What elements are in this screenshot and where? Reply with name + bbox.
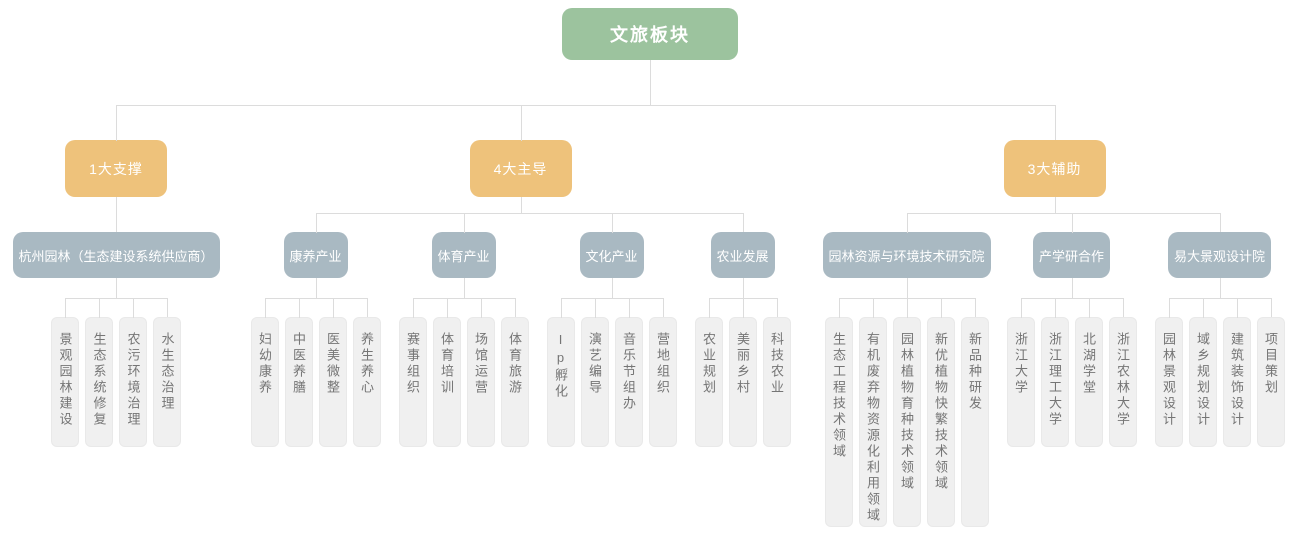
- leaf-node: 浙江农林大学: [1108, 317, 1137, 447]
- leaf-node: 有机废弃物资源化利用领域: [858, 317, 887, 527]
- leaf-node: 水生态治理: [153, 317, 181, 447]
- leaf-level: 园林景观设计 域乡规划设计 建筑装饰设计 项目策划: [1152, 278, 1288, 447]
- leaf-node: 营地组织: [648, 317, 677, 447]
- leaf-node: 新优植物快繁技术领域: [926, 317, 955, 527]
- leaf-node: 浙江大学: [1006, 317, 1035, 447]
- leaf-level: 农业规划 美丽乡村 科技农业: [692, 278, 794, 447]
- leaf-node: 生态系统修复: [85, 317, 113, 447]
- leaf-level: 妇幼康养 中医养膳 医美微整 养生养心: [248, 278, 384, 447]
- leaf-node: 北湖学堂: [1074, 317, 1103, 447]
- leaf-node: 域乡规划设计: [1188, 317, 1217, 447]
- leaf-node: 美丽乡村: [728, 317, 757, 447]
- group-node-research-institute: 园林资源与环境技术研究院: [822, 232, 991, 278]
- leaf-node: 中医养膳: [284, 317, 313, 447]
- leaf-level: 浙江大学 浙江理工大学 北湖学堂 浙江农林大学: [1004, 278, 1140, 447]
- leaf-node: 赛事组织: [398, 317, 427, 447]
- leaf-node: 景观园林建设: [51, 317, 79, 447]
- branch-level: 1大支撑 杭州园林（生态建设系统供应商） 景观园林建设 生态系统修复 农污环境治…: [0, 60, 1300, 527]
- branch-node-main: 4大主导: [469, 140, 572, 197]
- group-node-hangzhou-yuanlin: 杭州园林（生态建设系统供应商）: [12, 232, 220, 278]
- leaf-node: 演艺编导: [580, 317, 609, 447]
- leaf-node: 建筑装饰设计: [1222, 317, 1251, 447]
- group-node-wenhua: 文化产业: [579, 232, 644, 278]
- leaf-node: 体育培训: [432, 317, 461, 447]
- root-node: 文旅板块: [562, 8, 738, 60]
- leaf-node: 医美微整: [318, 317, 347, 447]
- leaf-node: 新品种研发: [960, 317, 989, 527]
- leaf-node: 生态工程技术领域: [824, 317, 853, 527]
- group-level: 园林资源与环境技术研究院 生态工程技术领域 有机废弃物资源化利用领域 园林植物育…: [816, 197, 1294, 527]
- leaf-node: 场馆运营: [466, 317, 495, 447]
- group-node-nongye: 农业发展: [710, 232, 775, 278]
- leaf-node: 音乐节组办: [614, 317, 643, 447]
- leaf-node: 体育旅游: [500, 317, 529, 447]
- group-level: 杭州园林（生态建设系统供应商） 景观园林建设 生态系统修复 农污环境治理 水生态…: [7, 197, 226, 447]
- leaf-node: 科技农业: [762, 317, 791, 447]
- group-node-chanxueyan: 产学研合作: [1033, 232, 1111, 278]
- group-level: 康养产业 妇幼康养 中医养膳 医美微整 养生养心 体育产业 赛事组织: [242, 197, 800, 447]
- leaf-node: 浙江理工大学: [1040, 317, 1069, 447]
- leaf-node: 妇幼康养: [250, 317, 279, 447]
- branch-node-aux: 3大辅助: [1003, 140, 1106, 197]
- group-node-yida-design: 易大景观设计院: [1168, 232, 1272, 278]
- leaf-node: 园林植物育种技术领域: [892, 317, 921, 527]
- leaf-level: 景观园林建设 生态系统修复 农污环境治理 水生态治理: [48, 278, 184, 447]
- leaf-node: 项目策划: [1256, 317, 1285, 447]
- leaf-node: 养生养心: [352, 317, 381, 447]
- branch-node-support: 1大支撑: [65, 140, 167, 197]
- leaf-node: 农业规划: [694, 317, 723, 447]
- leaf-level: 生态工程技术领域 有机废弃物资源化利用领域 园林植物育种技术领域 新优植物快繁技…: [822, 278, 992, 527]
- leaf-node: 园林景观设计: [1154, 317, 1183, 447]
- leaf-node: Ip孵化: [546, 317, 575, 447]
- leaf-level: 赛事组织 体育培训 场馆运营 体育旅游: [396, 278, 532, 447]
- group-node-tiyu: 体育产业: [431, 232, 496, 278]
- group-node-kangyang: 康养产业: [283, 232, 348, 278]
- leaf-node: 农污环境治理: [119, 317, 147, 447]
- tree-root-level: 文旅板块 1大支撑 杭州园林（生态建设系统供应商） 景观园林建设 生态系统修复 …: [0, 8, 1300, 527]
- leaf-level: Ip孵化 演艺编导 音乐节组办 营地组织: [544, 278, 680, 447]
